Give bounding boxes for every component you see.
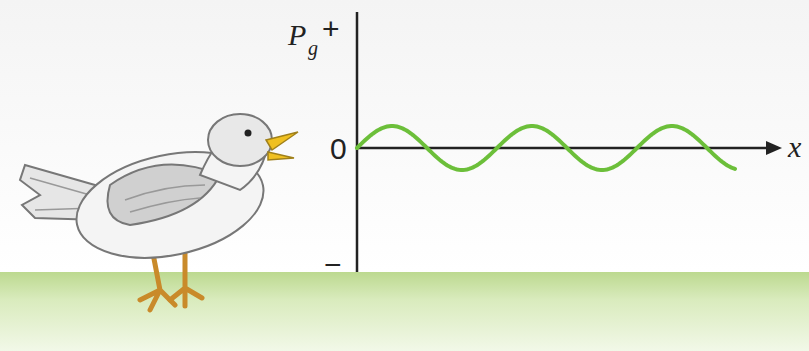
axis-label: x bbox=[788, 132, 801, 162]
zero-label: 0 bbox=[330, 134, 347, 164]
plus-sign: + bbox=[322, 14, 340, 44]
axis-subscript: g bbox=[308, 38, 318, 58]
bird bbox=[20, 114, 298, 310]
axes bbox=[357, 12, 772, 272]
pressure-wave bbox=[357, 126, 735, 170]
minus-sign: − bbox=[324, 250, 342, 280]
ground bbox=[0, 272, 809, 351]
arrowhead bbox=[766, 141, 782, 155]
axis-label: P bbox=[288, 20, 306, 50]
